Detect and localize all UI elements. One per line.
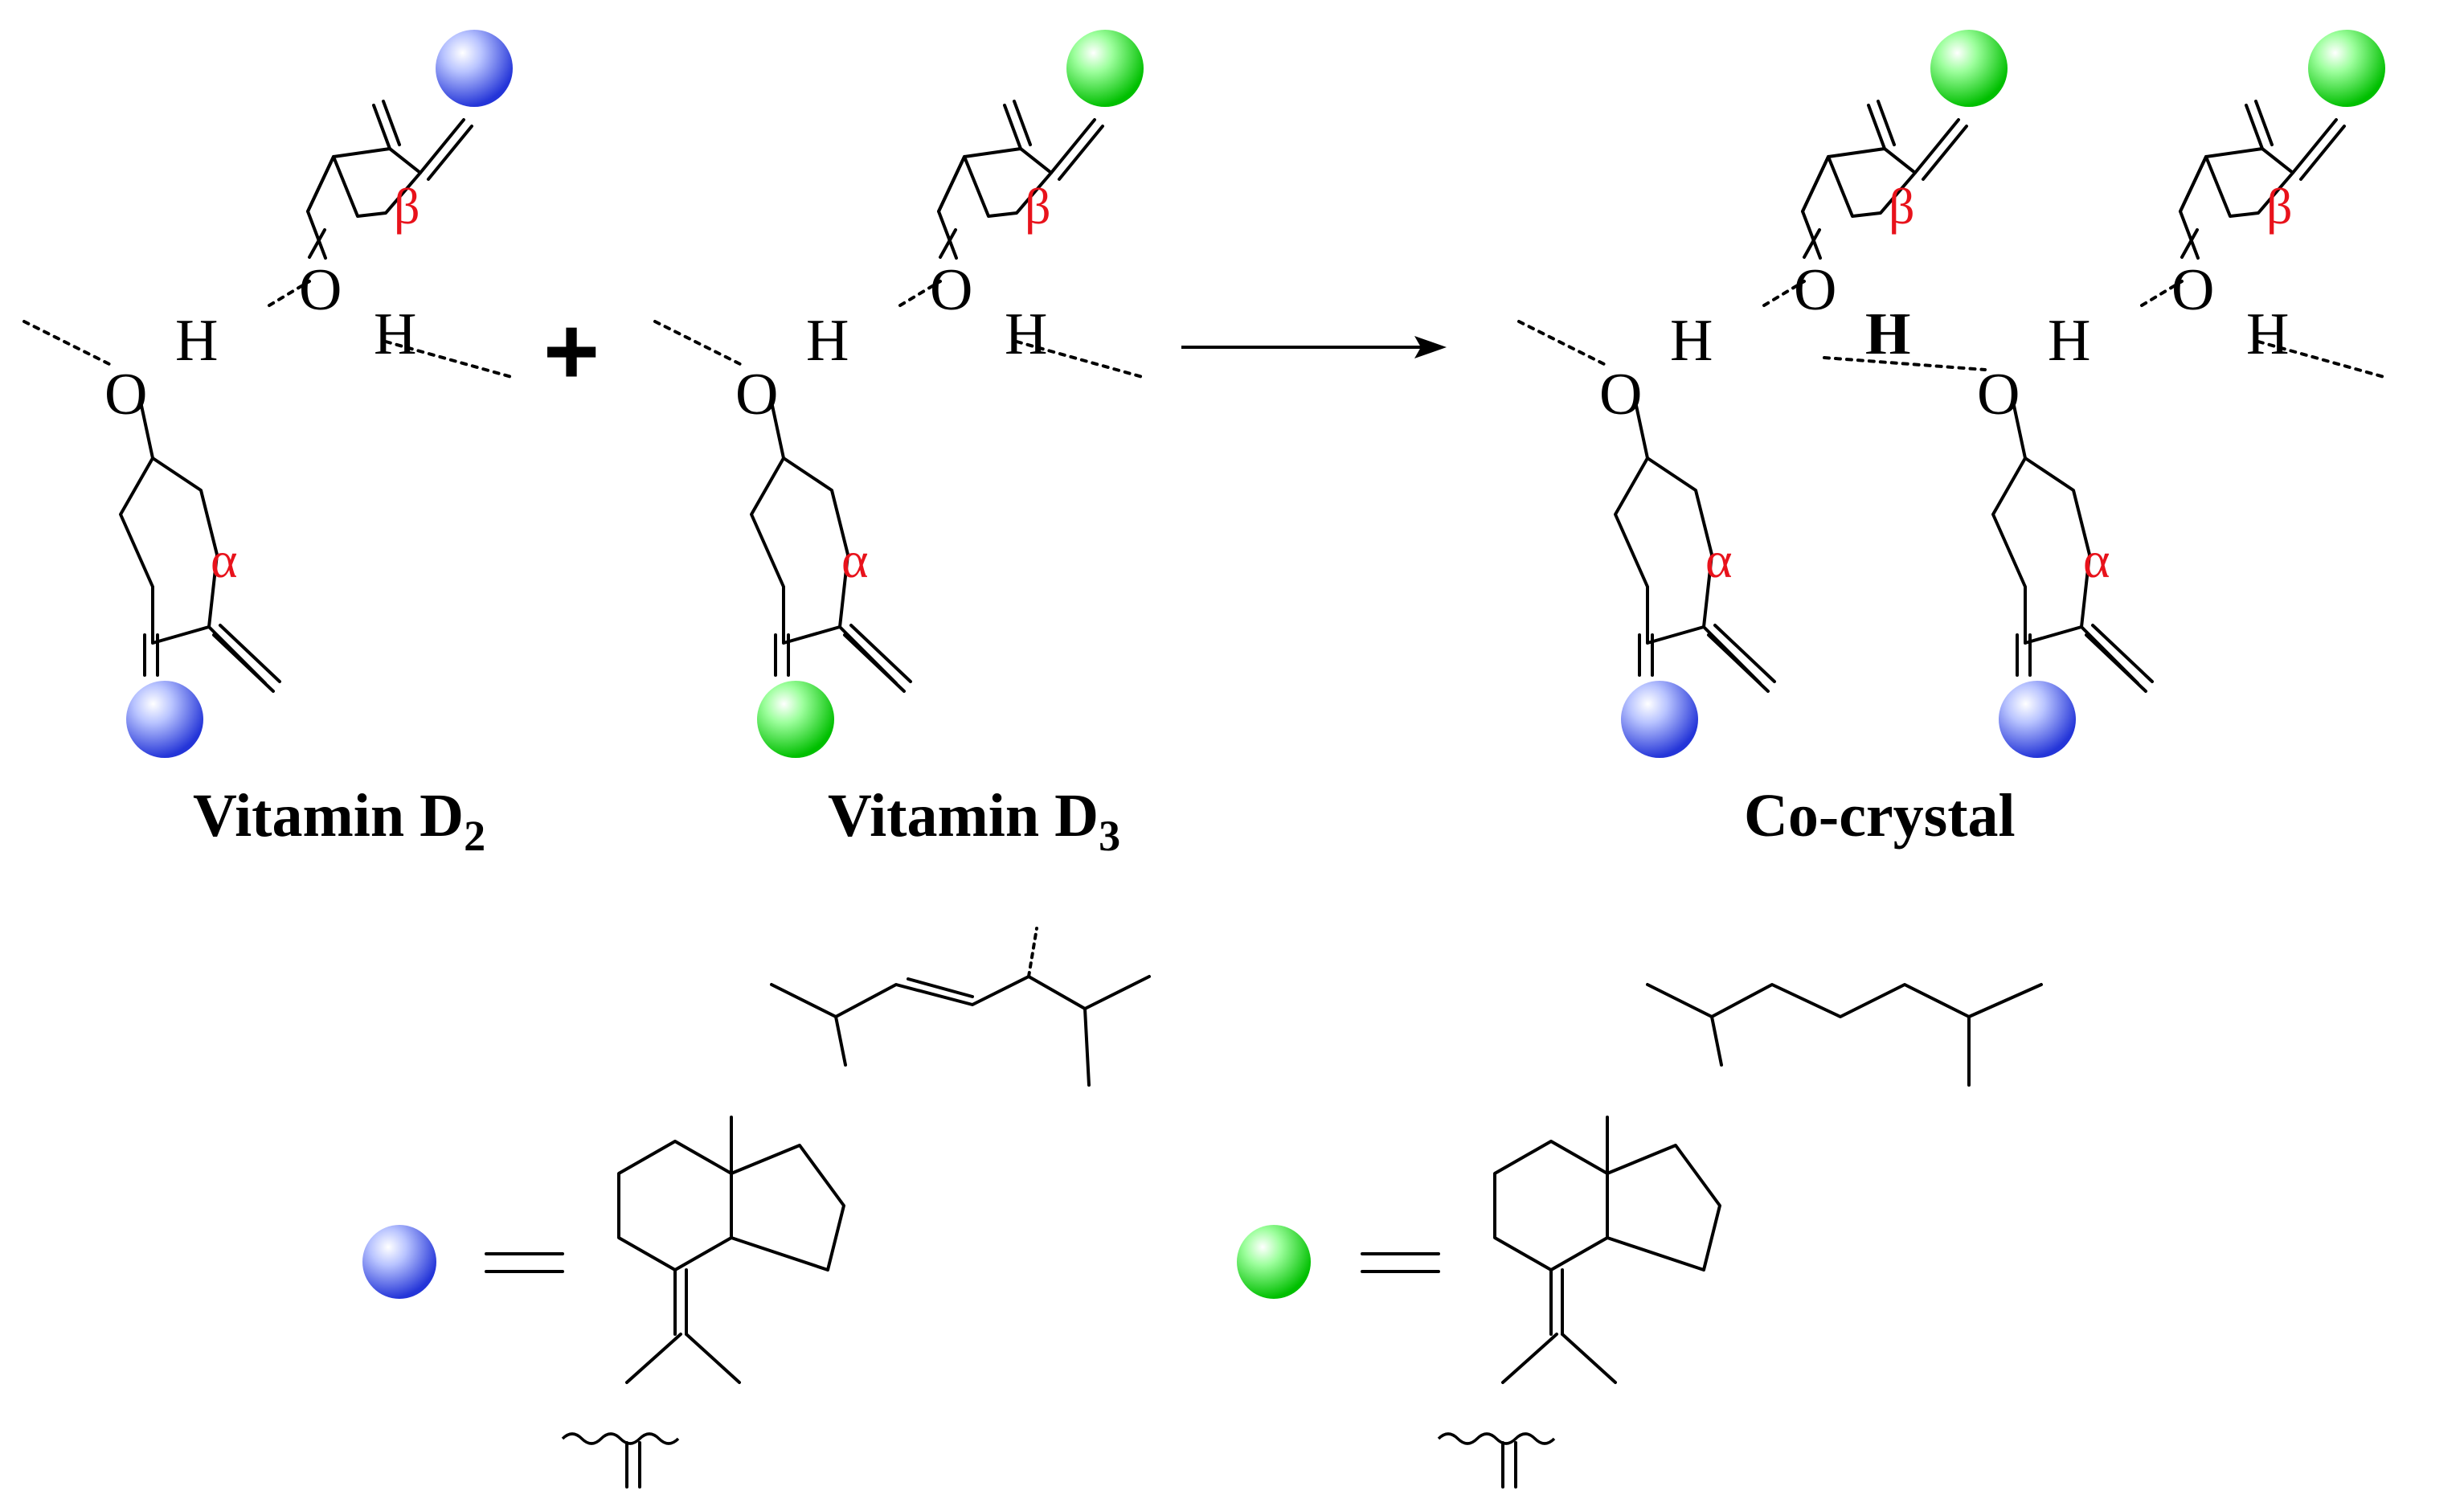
oxygen-lower: O [735, 362, 778, 428]
blue-sphere [1999, 681, 2076, 758]
blue-sphere-legend [362, 1225, 436, 1299]
oxygen-lower: O [1599, 362, 1642, 428]
upper-o-bond [308, 228, 326, 259]
blue-sphere-lower [126, 681, 203, 758]
green-sphere [1930, 30, 2008, 107]
beta-label: β [394, 178, 420, 235]
oxygen-lower: O [1977, 362, 2020, 428]
vitamin-d3-dimer: O H O H β α [653, 30, 1147, 758]
alpha-label: α [211, 531, 238, 588]
co-crystal-unit-right: O H O H β α [1823, 30, 2388, 758]
green-sphere [2308, 30, 2385, 107]
hydrogen-bridge: H [1864, 301, 1907, 367]
green-sphere-lower [757, 681, 834, 758]
hydrogen-upper: H [374, 301, 416, 367]
plus-sign: + [543, 297, 600, 405]
oxygen-upper: O [299, 257, 342, 323]
hydrogen-lower: H [175, 308, 218, 374]
alpha-label: α [2083, 531, 2110, 588]
hydrogen-upper: H [1005, 301, 1047, 367]
hydrogen-lower: H [2048, 308, 2090, 374]
alpha-label: α [841, 531, 869, 588]
beta-label: β [2266, 178, 2293, 235]
oxygen-upper: O [930, 257, 972, 323]
beta-label: β [1889, 178, 1915, 235]
label-co-crystal: Co-crystal [1744, 782, 2016, 850]
alpha-label: α [1705, 531, 1733, 588]
hydrogen-upper: H [1868, 301, 1911, 367]
blue-sphere-upper [436, 30, 513, 107]
green-sphere-upper [1066, 30, 1144, 107]
legend-vitamin-d3 [1237, 983, 2043, 1489]
hydrogen-upper: H [2246, 301, 2289, 367]
legend-vitamin-d2 [362, 927, 1151, 1489]
co-crystal-unit-left: O H O H β α [1517, 30, 2008, 758]
vitamin-d2-dimer: O H O H β α [23, 30, 516, 758]
hydrogen-lower: H [806, 308, 849, 374]
beta-label: β [1025, 178, 1051, 235]
blue-sphere [1621, 681, 1698, 758]
oxygen-lower: O [104, 362, 147, 428]
oxygen-upper: O [1794, 257, 1836, 323]
label-vitamin-d2: Vitamin D2 [193, 782, 485, 860]
green-sphere-legend [1237, 1225, 1311, 1299]
hydrogen-lower: H [1670, 308, 1713, 374]
oxygen-upper: O [2171, 257, 2214, 323]
label-vitamin-d3: Vitamin D3 [828, 782, 1120, 860]
reaction-arrow [1181, 336, 1447, 358]
